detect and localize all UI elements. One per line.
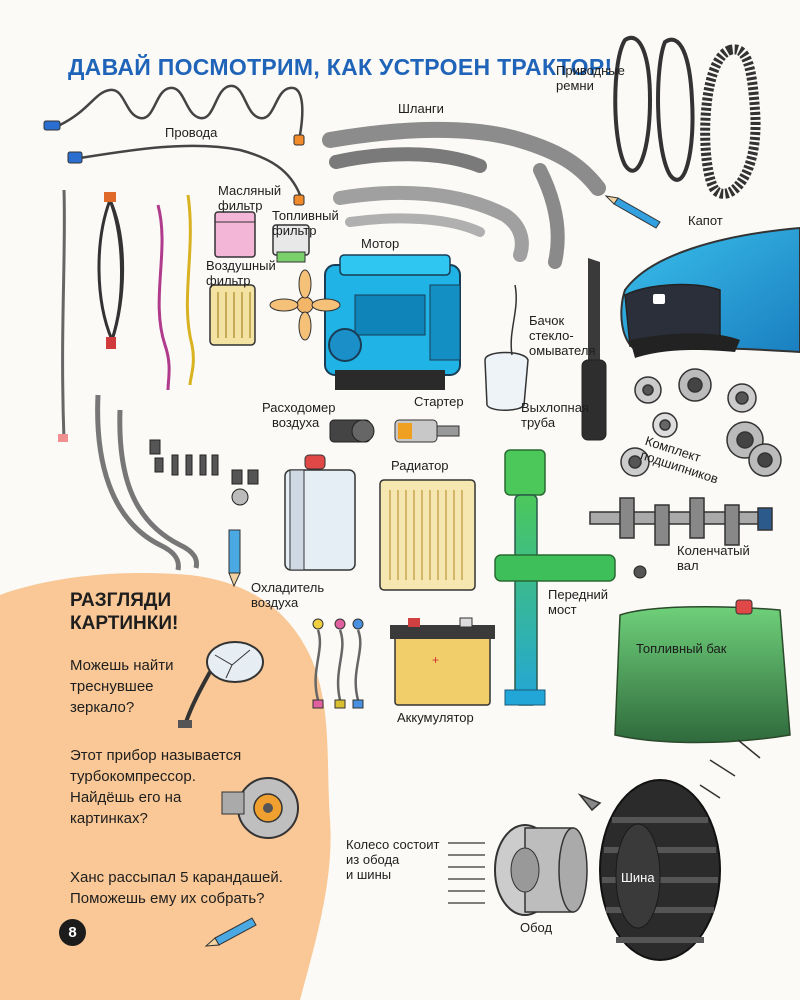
cable-terminals: [312, 618, 364, 709]
oil-filter-drawing: [214, 211, 256, 258]
engine-drawing: [269, 254, 461, 390]
label-hood: Капот: [688, 213, 723, 228]
front-axle-drawing: [494, 449, 647, 706]
label-battery: Аккумулятор: [397, 710, 474, 725]
airflow-meter-drawing: [329, 419, 375, 443]
label-hoses: Шланги: [398, 101, 444, 116]
intercooler-drawing: [284, 454, 356, 571]
engine-fan: [269, 269, 341, 341]
fuel-filter-drawing: [272, 224, 310, 263]
left-pipes-drawing: [95, 394, 200, 571]
battery-plus-sign: +: [432, 653, 439, 667]
label-tire: Шина: [621, 870, 655, 885]
page-number: 8: [59, 919, 86, 946]
air-filter-drawing: [209, 284, 256, 346]
label-fuel-tank: Топливный бак: [636, 641, 727, 656]
hoses-drawing: [322, 121, 606, 269]
radiator-drawing: [379, 479, 476, 591]
tire-drawing: [599, 779, 721, 961]
label-wires: Провода: [165, 125, 218, 140]
question-pencils: Ханс рассыпал 5 карандашей.Поможешь ему …: [70, 869, 283, 907]
battery-drawing: +: [390, 617, 495, 706]
label-engine: Мотор: [361, 236, 400, 251]
washer-tank-drawing: [484, 284, 529, 411]
page-title: ДАВАЙ ПОСМОТРИМ, КАК УСТРОЕН ТРАКТОР!: [68, 54, 613, 80]
left-cables-drawing: [61, 189, 195, 441]
hood-drawing: [620, 226, 800, 358]
wheel-bolts-drawing: [448, 842, 485, 904]
wire-plugs: [43, 120, 305, 206]
pencil-bottom: [204, 917, 257, 947]
label-rim: Обод: [520, 920, 553, 935]
label-radiator: Радиатор: [391, 458, 449, 473]
fuel-tank-drawing: [614, 599, 791, 744]
pencil-left: [228, 529, 241, 588]
cracked-mirror-drawing: [178, 641, 264, 728]
battery-cables-drawing: [314, 629, 362, 701]
pencil-near-belts: [604, 195, 661, 229]
small-hardware-drawing: [149, 439, 259, 506]
starter-drawing: [394, 419, 460, 443]
left-cable-ends: [58, 192, 116, 442]
exhaust-pipe-drawing: [581, 258, 607, 441]
drive-belts-drawing: [613, 36, 761, 199]
screws-drawing: [577, 739, 761, 812]
turbocharger-drawing: [221, 777, 299, 839]
crankshaft-drawing: [589, 497, 773, 546]
wires-drawing: [59, 84, 304, 196]
bearings-drawing: [620, 368, 782, 477]
label-starter: Стартер: [414, 394, 464, 409]
rim-drawing: [494, 824, 588, 916]
